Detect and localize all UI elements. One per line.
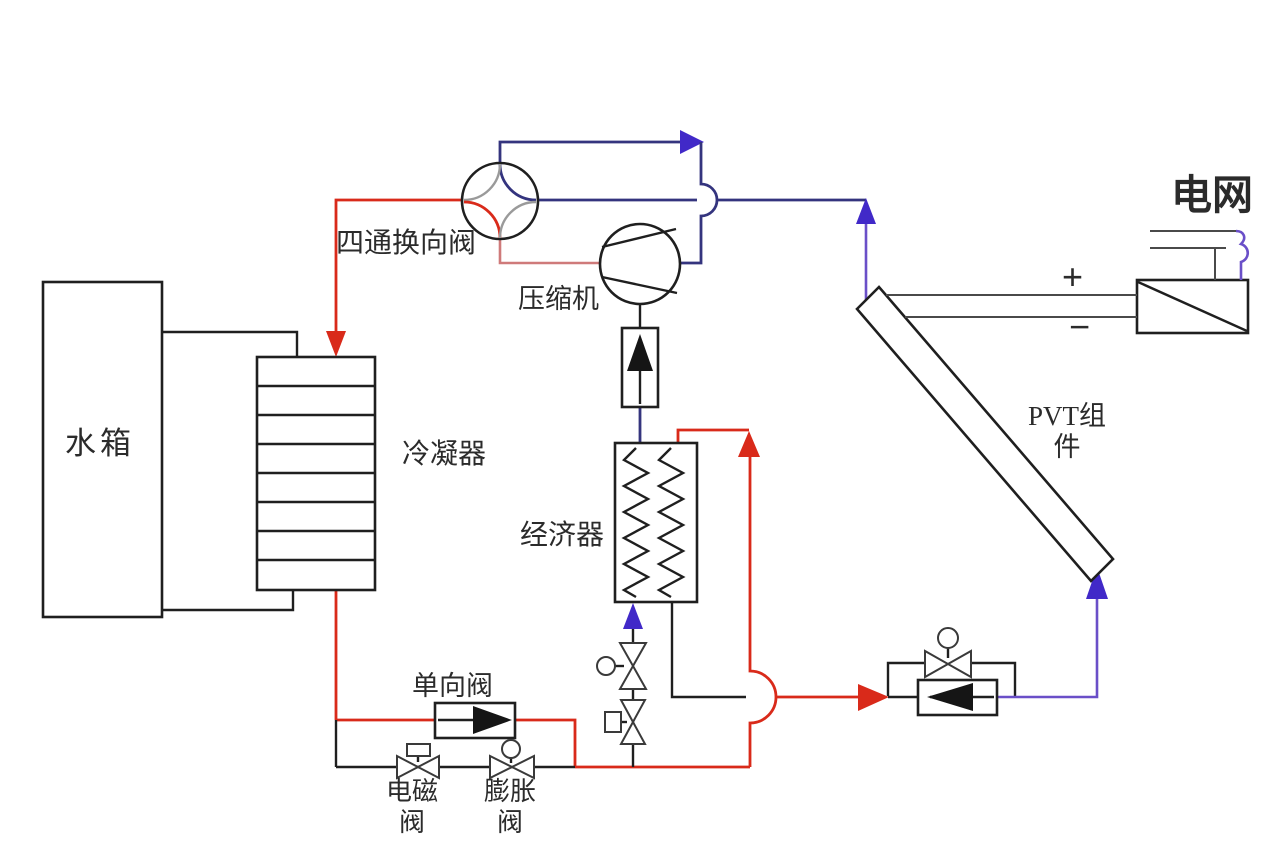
right-arrow-icon — [473, 706, 512, 734]
shutoff-valve-top-tri — [619, 699, 647, 725]
pipe-compressor-discharge — [498, 239, 599, 265]
check-valve-right-symbol — [916, 678, 999, 717]
bypass-valve-right-tri — [945, 649, 972, 679]
hand-wheel-icon — [937, 627, 959, 649]
flow-arrow-up-top-icon — [856, 198, 876, 224]
expansion-left-tri — [489, 754, 515, 780]
shutoff-valve-bottom-tri — [619, 719, 647, 745]
solenoid-valve-symbol — [396, 743, 440, 780]
expansion-valve-symbol — [489, 739, 535, 780]
tank-pipe-bottom — [162, 591, 295, 612]
hot-refrigerant-pipes — [326, 198, 889, 769]
flow-arrow-up-icon — [738, 431, 760, 457]
label-check-valve: 单向阀 — [412, 671, 493, 701]
hand-wheel-icon — [596, 656, 616, 676]
compressor-symbol — [598, 222, 682, 306]
grid-connection — [1150, 229, 1250, 280]
label-minus-sign: − — [1069, 306, 1091, 347]
regulating-valve-bottom-tri — [618, 663, 648, 690]
economizer-body — [613, 441, 699, 604]
label-solenoid-valve: 电磁 阀 — [385, 777, 438, 837]
four-way-arc-bottom-right — [498, 200, 537, 239]
check-valve-symbol — [433, 701, 517, 740]
vertical-check-valve-symbol — [620, 326, 660, 409]
pipe-economizer-bottom-right — [670, 602, 746, 699]
economizer-symbol — [613, 441, 699, 604]
neutral-pipes — [334, 304, 1017, 769]
flow-arrow-up-pvt-icon — [1086, 567, 1108, 599]
economizer-coil-right — [656, 447, 686, 599]
up-arrow-icon — [627, 334, 653, 371]
compressor-chords — [601, 227, 678, 295]
left-arrow-icon — [927, 683, 973, 711]
water-tank — [41, 280, 299, 619]
pipe-checkvalve-branch-out — [515, 718, 577, 767]
solenoid-right-tri — [415, 754, 440, 780]
condenser-symbol — [255, 355, 377, 592]
tank-pipe-top — [162, 330, 299, 356]
four-way-valve-body — [460, 161, 540, 241]
pipe-economizer-top-right — [676, 428, 749, 443]
actuator-box-icon — [604, 711, 622, 733]
inverter-diagonal — [1137, 280, 1248, 333]
flow-arrow-right-icon — [858, 684, 889, 711]
water-tank-body — [41, 280, 164, 619]
grid-hook-wire — [1235, 229, 1250, 280]
pipe-to-compressor-with-hop — [679, 142, 719, 265]
bypass-valve-left-tri — [924, 649, 951, 679]
pvt-panel — [855, 285, 1115, 583]
four-way-arc-top-left — [463, 163, 502, 202]
label-compressor: 压缩机 — [518, 284, 599, 314]
pipe-to-pvt-bottom — [997, 599, 1099, 699]
four-way-valve-symbol — [460, 161, 540, 241]
flow-arrow-right-blue-icon — [680, 130, 704, 154]
regulating-valve-top-tri — [618, 642, 648, 669]
compressor-body — [598, 222, 682, 306]
flow-arrow-down-icon — [326, 331, 346, 357]
condenser-plates — [257, 384, 375, 562]
pipe-fourway-to-condenser — [334, 198, 462, 332]
expansion-right-tri — [509, 754, 535, 780]
label-water-tank: 水箱 — [65, 426, 135, 461]
pipe-fourway-top — [498, 140, 682, 163]
solenoid-coil-icon — [406, 743, 431, 757]
pipe-bypass-right — [971, 661, 1017, 696]
flow-arrow-up-economizer-icon — [623, 603, 643, 629]
label-pvt-module: PVT组 件 — [1027, 401, 1106, 462]
hand-wheel-icon — [501, 739, 521, 759]
pipe-riser-with-hop — [748, 457, 778, 767]
economizer-coil-left — [621, 447, 651, 599]
label-economizer: 经济器 — [520, 520, 605, 551]
shutoff-valve-symbol — [604, 699, 647, 745]
bypass-valve-symbol — [924, 627, 972, 679]
pipe-bypass-left — [886, 661, 925, 696]
label-condenser: 冷凝器 — [402, 439, 487, 470]
cold-refrigerant-pipes — [498, 130, 866, 443]
label-four-way-valve: 四通换向阀 — [336, 228, 477, 259]
regulating-valve-symbol — [596, 642, 648, 690]
inverter-symbol — [886, 278, 1250, 335]
pvt-loop-pipes — [623, 198, 1108, 699]
label-expansion-valve: 膨胀 阀 — [483, 777, 536, 837]
label-power-grid: 电网 — [1171, 172, 1253, 218]
label-plus-sign: + — [1062, 256, 1084, 297]
solenoid-left-tri — [396, 754, 421, 780]
